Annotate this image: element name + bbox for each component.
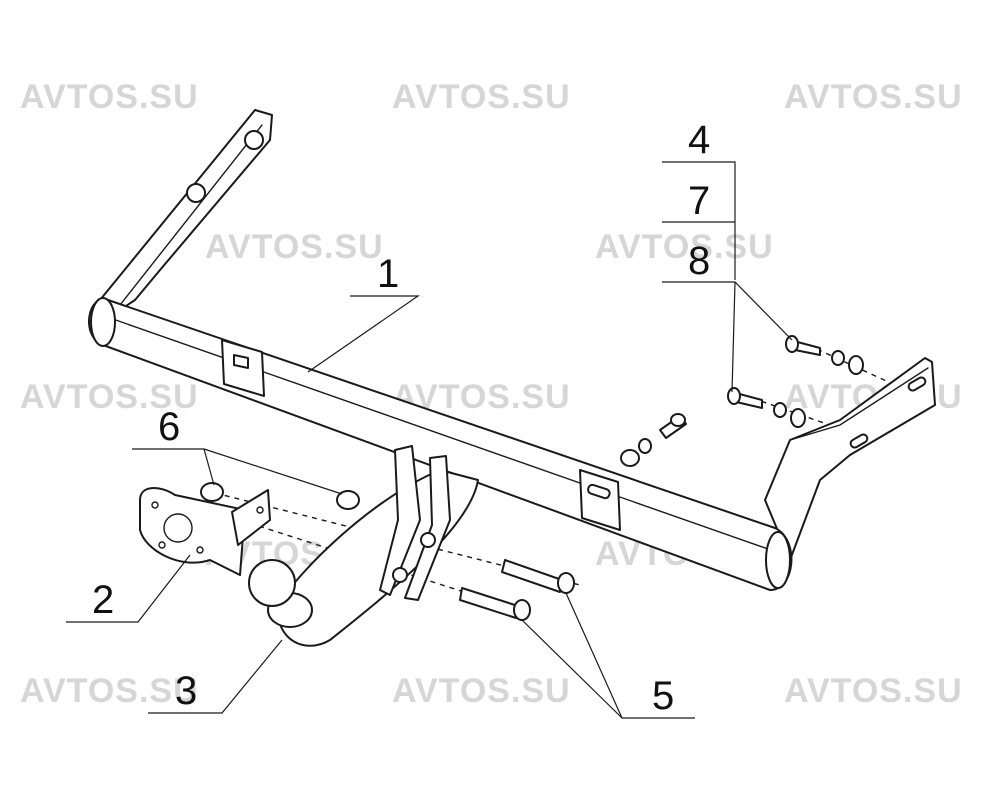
watermark: AVTOS.SU [784,672,963,710]
watermark: AVTOS.SU [20,672,199,710]
leader-8 [662,281,793,341]
callout-2: 2 [92,578,114,622]
leader-1 [307,295,420,373]
bolt-head [557,572,575,594]
watermark-layer: AVTOS.SU AVTOS.SU AVTOS.SU AVTOS.SU AVTO… [20,78,963,710]
small-fasteners [620,335,864,467]
leader-2 [66,554,191,623]
small-bolt-head [785,335,799,353]
watermark: AVTOS.SU [784,78,963,116]
watermark: AVTOS.SU [595,228,774,266]
hook-bolt-hole [392,567,408,583]
flat-washer [620,449,640,467]
leader-6 [132,448,215,486]
small-bolt-head [727,387,741,405]
leader-8 [731,281,736,393]
watermark: AVTOS.SU [20,378,199,416]
bracket-slot [907,376,927,392]
watermark: AVTOS.SU [392,78,571,116]
spring-washer [638,438,652,454]
tube-end [90,297,116,347]
flat-washer [790,408,806,428]
leader-lines [66,161,793,719]
hook-bolt-hole [420,532,436,548]
tube-end [765,531,791,589]
spring-washer [773,402,787,418]
callout-6: 6 [158,405,180,449]
right-mounting-bracket [764,357,936,561]
nut [200,482,224,502]
leader-4 [662,161,736,280]
watermark: AVTOS.SU [392,672,571,710]
leader-6 [203,448,343,495]
tube-plate [221,339,265,397]
left-mounting-bracket [89,109,273,331]
tow-hook [248,445,479,647]
long-bolts [459,559,575,621]
tow-ball [248,559,296,607]
bracket-nut [186,183,206,203]
callout-1: 1 [377,252,399,296]
nuts [200,482,360,510]
spring-washer [831,350,845,366]
nut [336,490,360,510]
bracket-nut [244,130,264,150]
watermark: AVTOS.SU [20,78,199,116]
leader-5 [521,619,623,719]
callout-8: 8 [688,239,710,283]
flat-washer [848,355,864,375]
bolt-head [513,599,531,621]
callout-4: 4 [688,118,710,162]
bracket-slot [849,433,869,449]
callout-labels: 1 4 7 8 6 2 3 5 [92,118,710,718]
callout-5: 5 [652,674,674,718]
watermark: AVTOS.SU [205,228,384,266]
tube-plate-slot [587,483,611,500]
callout-7: 7 [688,179,710,223]
crossbar-tube [88,297,793,591]
socket-plate [139,487,271,576]
tube-plate-clip [233,354,249,369]
small-bolt-head [670,413,686,427]
callout-3: 3 [175,669,197,713]
leader-5 [565,592,695,719]
leader-3 [148,639,283,714]
